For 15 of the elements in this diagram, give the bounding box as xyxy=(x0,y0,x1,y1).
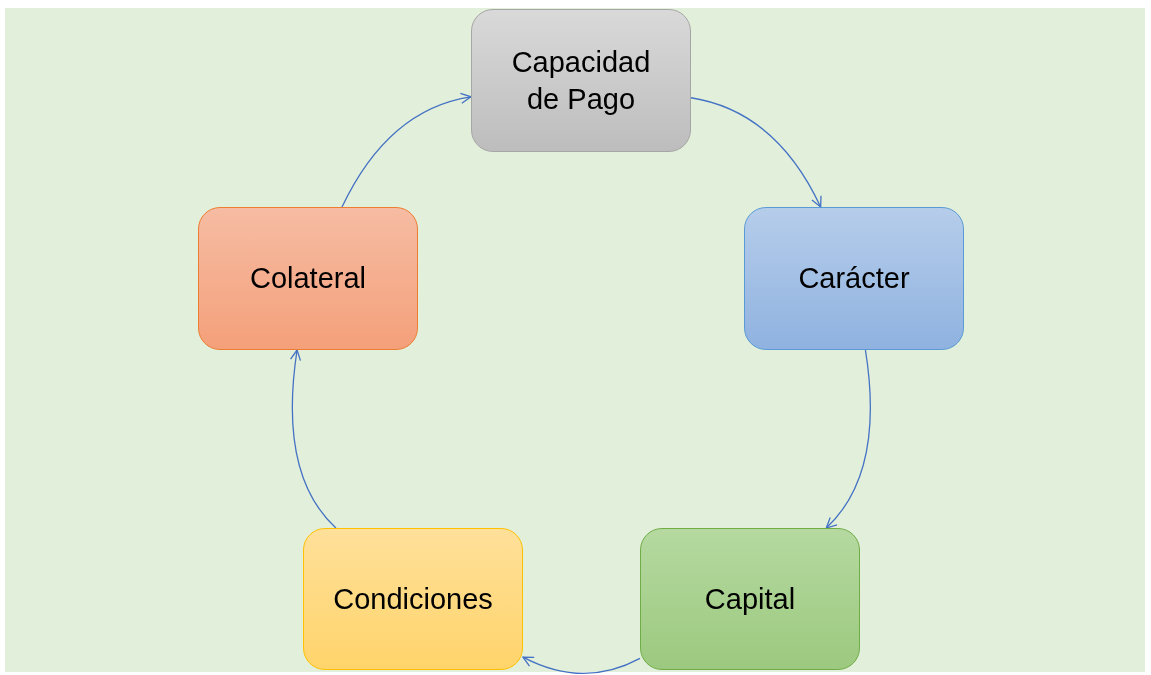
rounded-box xyxy=(471,9,691,152)
box-label: Condiciones xyxy=(332,581,494,617)
rounded-box xyxy=(744,207,964,350)
rounded-box xyxy=(198,207,418,350)
box-label: Carácter xyxy=(797,261,911,297)
box-label: Capacidad de Pago xyxy=(510,45,652,117)
rounded-box xyxy=(303,528,523,670)
rounded-box xyxy=(640,528,860,670)
curved-arrow xyxy=(522,656,641,674)
box-label: Colateral xyxy=(248,261,368,297)
curved-arrow xyxy=(341,93,472,208)
curved-arrow xyxy=(290,349,337,529)
curved-arrow xyxy=(690,97,822,208)
curved-arrow xyxy=(825,349,871,529)
box-label: Capital xyxy=(703,581,797,617)
